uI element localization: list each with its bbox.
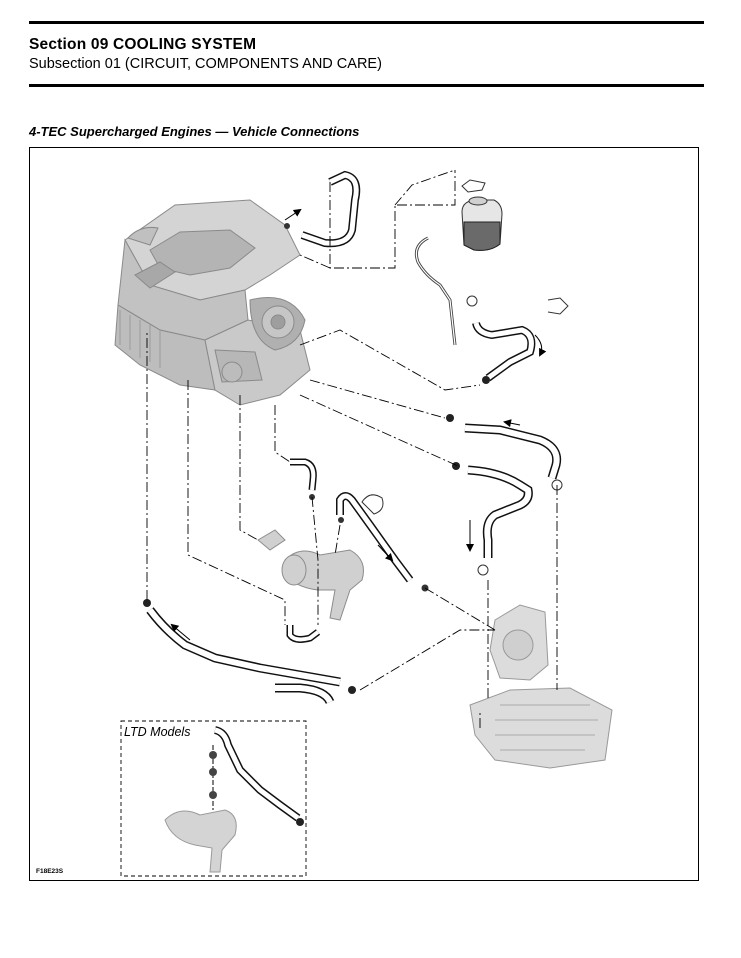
coolant-reservoir	[461, 179, 503, 251]
header-bottom-rule	[29, 84, 704, 87]
lower-return-hose	[143, 599, 356, 705]
figure-frame	[29, 147, 699, 881]
figure-id: F18E23S	[36, 868, 64, 875]
ltd-inset-parts	[164, 726, 304, 873]
subsection-title: Subsection 01 (CIRCUIT, COMPONENTS AND C…	[29, 56, 382, 72]
engine-illustration	[114, 199, 311, 406]
upper-hose	[284, 170, 361, 248]
radiator-outlet-hose	[452, 462, 533, 576]
thermostat-housing	[257, 529, 364, 621]
connection-lines	[146, 169, 558, 728]
radiator-inlet-hose	[446, 414, 563, 491]
ltd-models-label: LTD Models	[124, 725, 191, 739]
reservoir-outlet-hose	[466, 295, 569, 384]
figure-caption: 4-TEC Supercharged Engines — Vehicle Con…	[29, 124, 360, 139]
section-title: Section 09 COOLING SYSTEM	[29, 36, 257, 53]
center-hose	[336, 492, 429, 592]
ltd-inset-box	[120, 720, 307, 877]
heat-exchanger-housing	[469, 604, 613, 769]
header-top-rule	[29, 21, 704, 24]
